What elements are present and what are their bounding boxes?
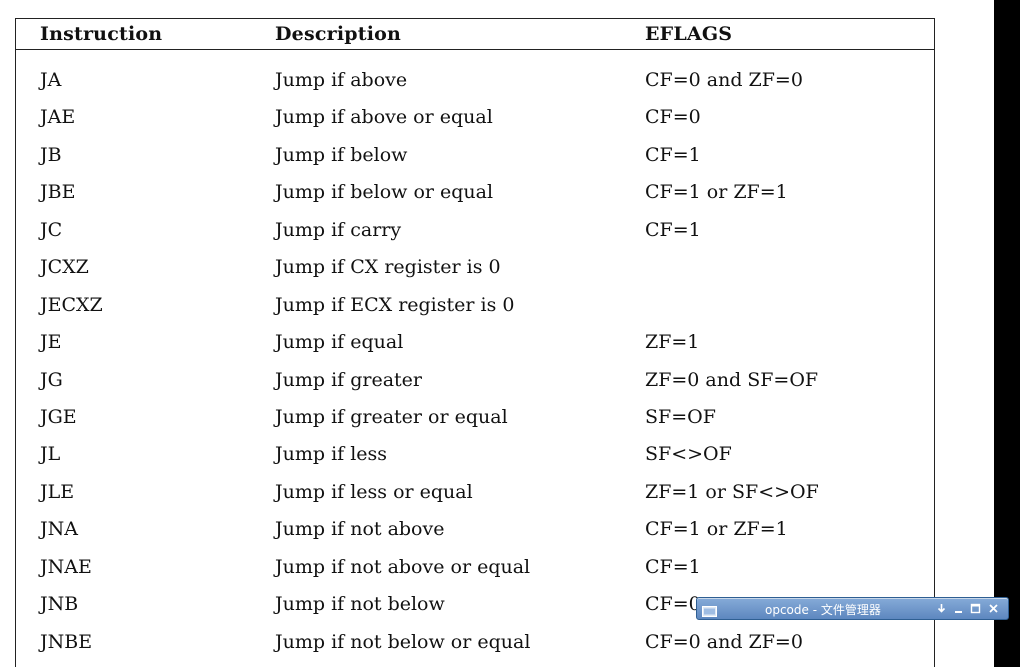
window-title: opcode - 文件管理器 [765,603,881,617]
cell-instruction: JL [40,443,61,466]
header-eflags: EFLAGS [645,23,733,45]
taskbar-window-button[interactable]: opcode - 文件管理器 [696,597,1009,620]
cell-description: Jump if ECX register is 0 [275,293,515,316]
cell-description: Jump if not below or equal [275,630,531,653]
cell-eflags: ZF=1 [645,331,700,354]
table-row: JECXZ Jump if ECX register is 0 [16,286,934,323]
table-body: JA Jump if above CF=0 and ZF=0 JAE Jump … [16,61,934,660]
table-row: JC Jump if carry CF=1 [16,211,934,248]
table-row: JLE Jump if less or equal ZF=1 or SF<>OF [16,473,934,510]
table-row: JA Jump if above CF=0 and ZF=0 [16,61,934,98]
table-row: JNA Jump if not above CF=1 or ZF=1 [16,510,934,547]
cell-eflags: SF<>OF [645,443,732,466]
cell-eflags: CF=1 or ZF=1 [645,181,788,204]
cell-description: Jump if less or equal [275,480,473,503]
cell-description: Jump if carry [275,218,402,241]
cell-instruction: JBE [40,181,76,204]
cell-instruction: JNB [40,593,79,616]
cell-eflags: CF=0 [645,593,701,616]
screen-edge-bar [994,0,1020,667]
cell-instruction: JNA [40,518,78,541]
table-row: JGE Jump if greater or equal SF=OF [16,398,934,435]
cell-eflags: CF=1 [645,143,701,166]
table-row: JNAE Jump if not above or equal CF=1 [16,548,934,585]
cell-description: Jump if below [275,143,408,166]
cell-instruction: JGE [40,405,77,428]
cell-eflags: CF=0 and ZF=0 [645,69,803,91]
cell-instruction: JA [40,69,62,91]
cell-description: Jump if CX register is 0 [275,256,501,279]
cell-eflags: ZF=1 or SF<>OF [645,480,819,503]
cell-eflags: CF=0 and ZF=0 [645,630,803,653]
table-row: JE Jump if equal ZF=1 [16,323,934,360]
cell-instruction: JECXZ [40,293,103,316]
table-row: JBE Jump if below or equal CF=1 or ZF=1 [16,173,934,210]
cell-instruction: JNBE [40,630,93,653]
table-row: JNBE Jump if not below or equal CF=0 and… [16,623,934,660]
cell-description: Jump if equal [275,331,404,354]
table-row: JCXZ Jump if CX register is 0 [16,248,934,285]
cell-instruction: JCXZ [40,256,89,279]
minimize-icon[interactable] [952,602,965,615]
cell-description: Jump if less [275,443,388,466]
cell-description: Jump if above or equal [275,106,493,129]
cell-eflags: ZF=0 and SF=OF [645,368,819,391]
header-description: Description [275,23,402,45]
maximize-icon[interactable] [969,602,982,615]
cell-description: Jump if not above [275,518,445,541]
cell-instruction: JE [40,331,62,354]
table-row: JL Jump if less SF<>OF [16,435,934,472]
table-row: JAE Jump if above or equal CF=0 [16,98,934,135]
table-row: JNB Jump if not below CF=0 [16,585,934,622]
cell-description: Jump if not below [275,593,445,616]
cell-eflags: CF=1 [645,218,701,241]
cell-instruction: JAE [40,106,76,129]
instruction-table: Instruction Description EFLAGS JA Jump i… [15,18,935,667]
header-instruction: Instruction [40,23,163,45]
cell-eflags: SF=OF [645,405,716,428]
cell-eflags: CF=0 [645,106,701,129]
cell-instruction: JB [40,143,62,166]
table-row: JB Jump if below CF=1 [16,136,934,173]
cell-instruction: JLE [40,480,75,503]
cell-description: Jump if greater [275,368,422,391]
table-row: JG Jump if greater ZF=0 and SF=OF [16,361,934,398]
cell-eflags: CF=1 [645,555,701,578]
cell-instruction: JG [40,368,63,391]
folder-icon [702,602,717,617]
close-icon[interactable] [987,602,1000,615]
cell-description: Jump if above [275,69,408,91]
cell-description: Jump if greater or equal [275,405,508,428]
cell-description: Jump if below or equal [275,181,494,204]
cell-eflags: CF=1 or ZF=1 [645,518,788,541]
down-arrow-icon[interactable] [935,602,948,615]
cell-instruction: JNAE [40,555,92,578]
cell-instruction: JC [40,218,63,241]
header-rule [16,49,934,50]
cell-description: Jump if not above or equal [275,555,531,578]
